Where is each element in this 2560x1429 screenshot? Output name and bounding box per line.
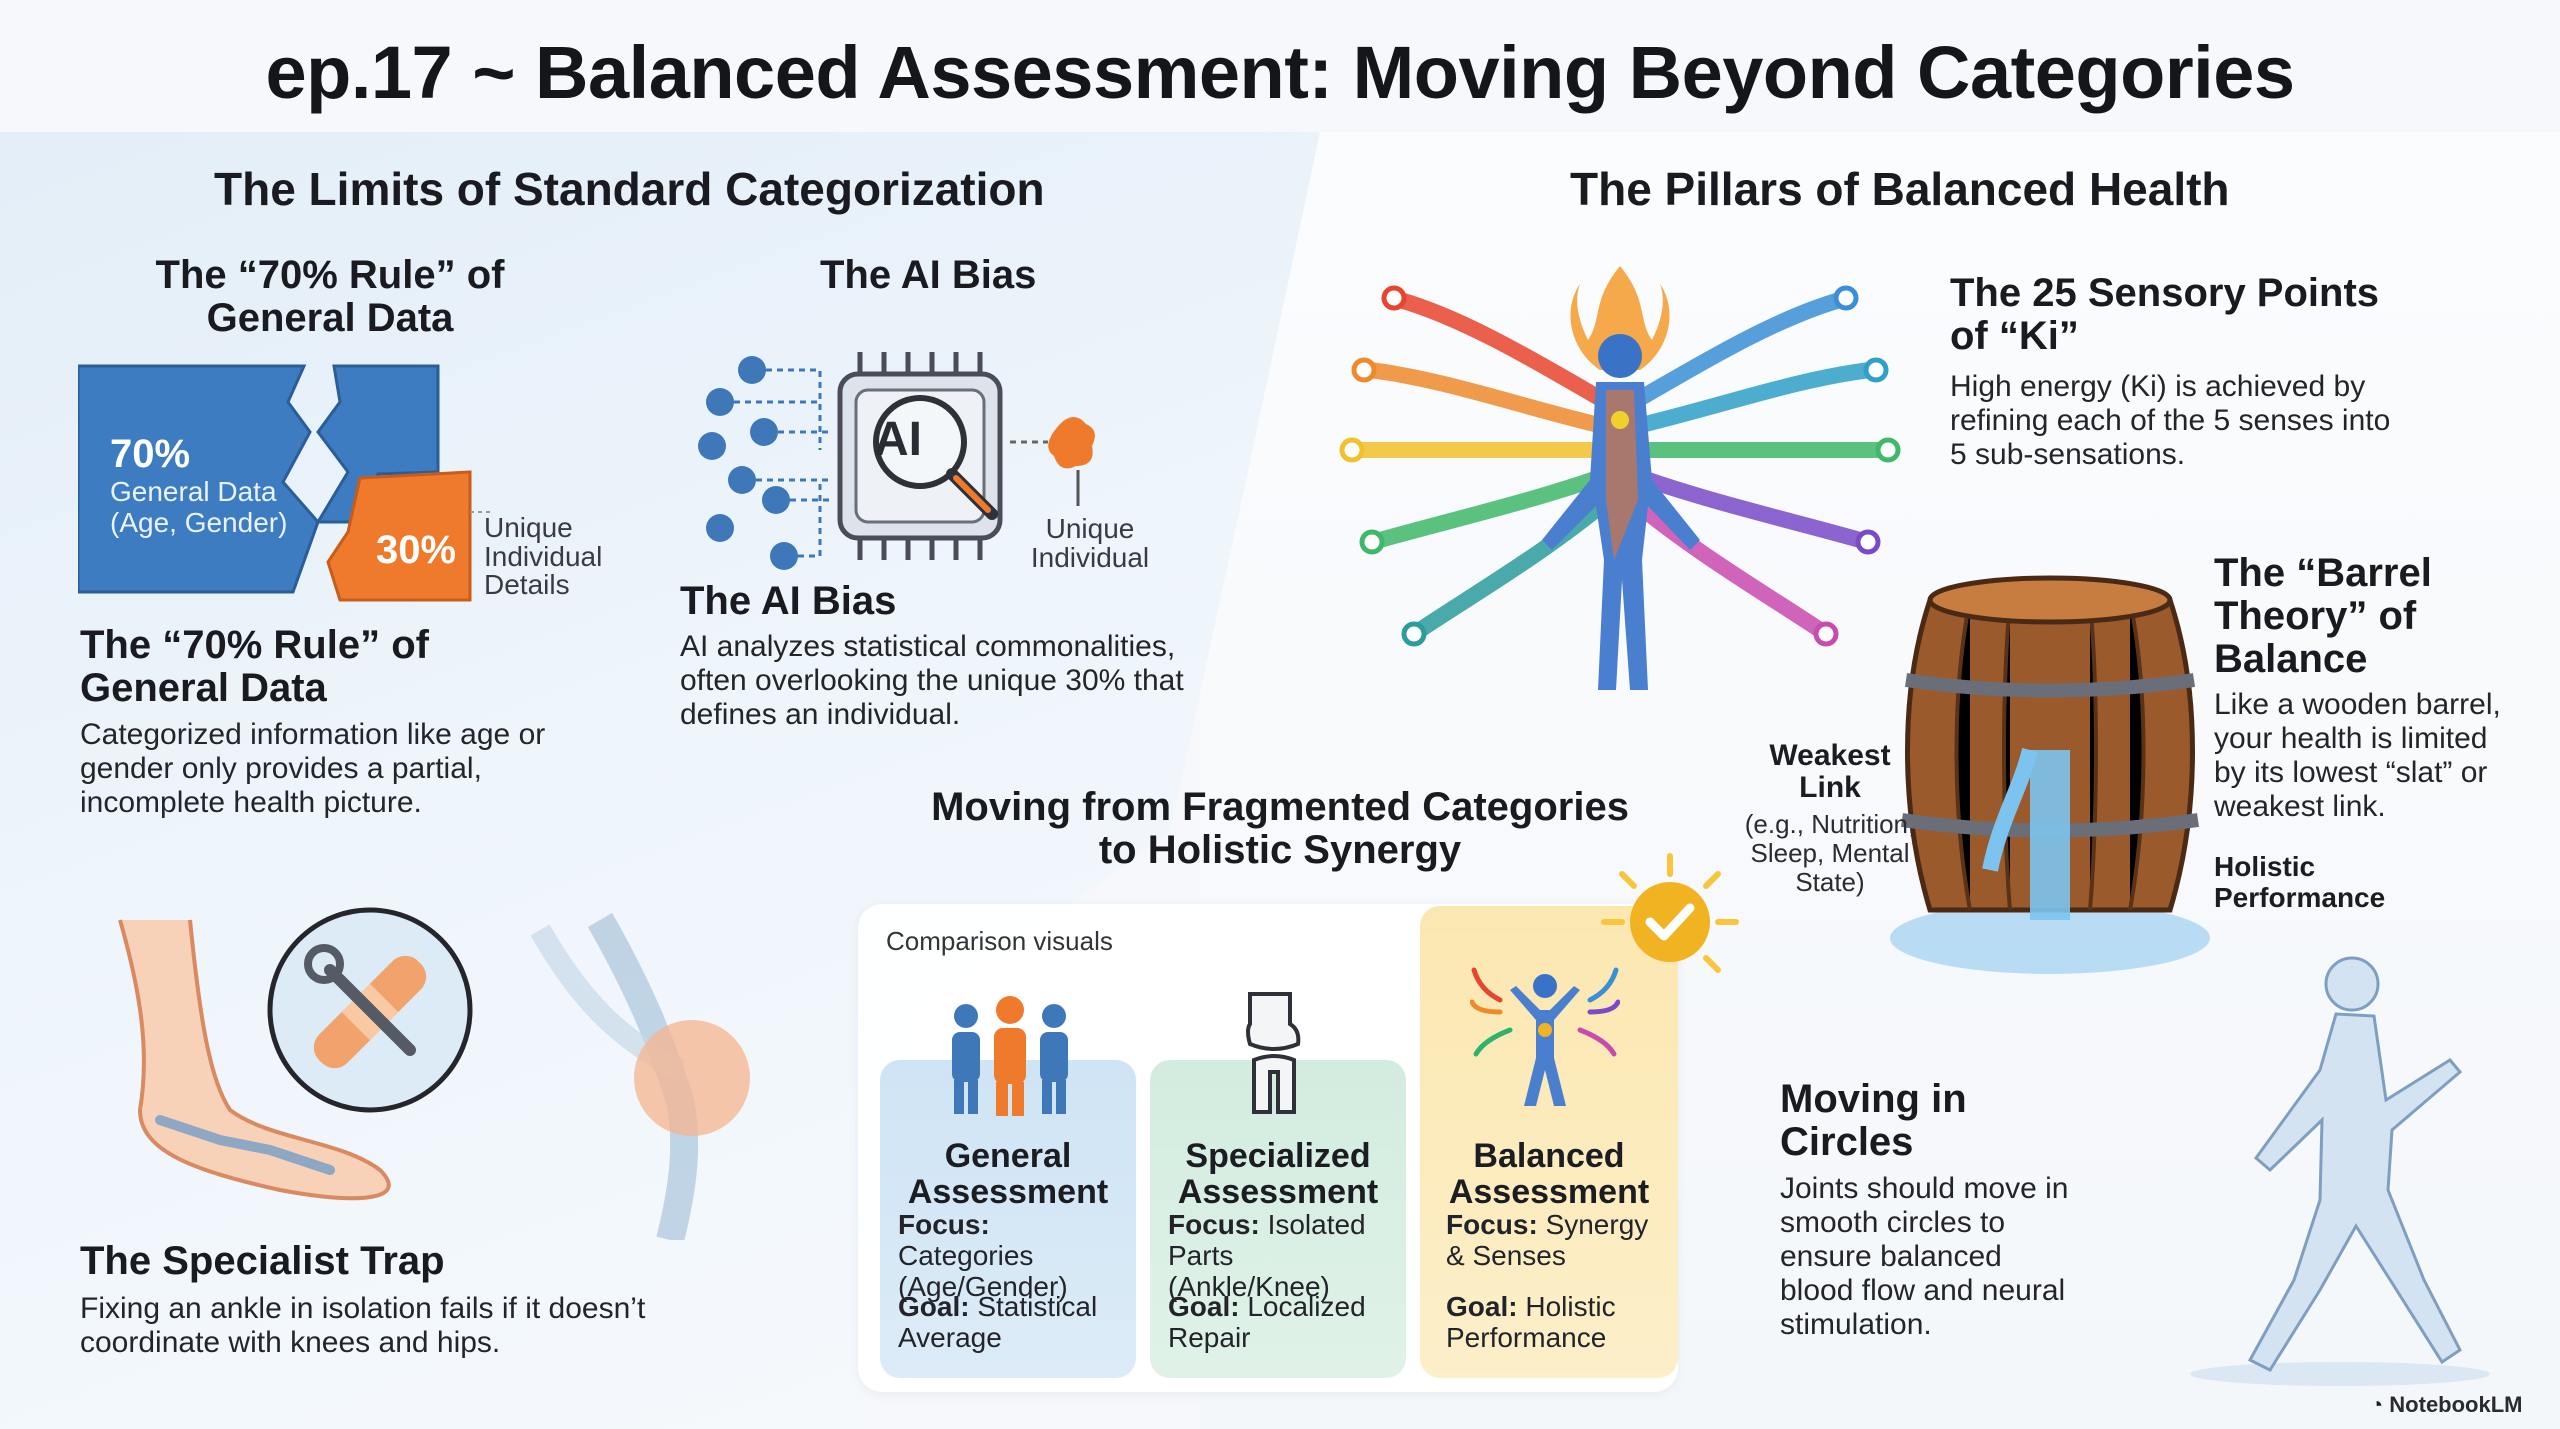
- walking-figure-illustration: [2160, 950, 2490, 1390]
- ai-bias-body: AI analyzes statistical commonalities, o…: [680, 630, 1184, 731]
- ai-unique-label: Unique Individual: [1030, 513, 1150, 574]
- rule70-block-percent: 70%: [110, 432, 191, 476]
- barrel-extra: Holistic Performance: [2214, 851, 2386, 913]
- ai-bias-heading: The AI Bias: [680, 579, 897, 623]
- left-section-title: The Limits of Standard Categorization: [214, 163, 1045, 215]
- synergy-heading: Moving from Fragmented Categories to Hol…: [931, 785, 1629, 873]
- ki-energy-illustration: [1330, 260, 1910, 700]
- balanced-figure-icon: [1469, 960, 1621, 1110]
- weakest-link-title: Weakest Link: [1769, 739, 1891, 804]
- rule70-piece-label: Unique Individual Details: [484, 512, 603, 601]
- page-title: ep.17 ~ Balanced Assessment: Moving Beyo…: [265, 31, 2295, 114]
- ki-body: High energy (Ki) is achieved by refining…: [1950, 370, 2391, 471]
- ai-bias-top-heading: The AI Bias: [820, 253, 1037, 297]
- card-general-title: General Assessment: [907, 1137, 1109, 1212]
- rule70-block-label: General Data (Age, Gender): [110, 476, 288, 539]
- comparison-label: Comparison visuals: [886, 926, 1113, 956]
- circles-heading: Moving in Circles: [1780, 1077, 1967, 1165]
- card-general-goal: Goal: Statistical Average: [898, 1291, 1098, 1353]
- card-balanced-focus: Focus: Synergy & Senses: [1446, 1209, 1649, 1271]
- barrel-heading: The “Barrel Theory” of Balance: [2214, 551, 2432, 682]
- right-section-title: The Pillars of Balanced Health: [1570, 163, 2230, 215]
- brand-label: NotebookLM: [2389, 1392, 2523, 1417]
- card-balanced-title: Balanced Assessment: [1448, 1137, 1650, 1212]
- barrel-illustration: [1880, 570, 2220, 990]
- rule70-illustration: [76, 362, 598, 612]
- rule70-top-heading: The “70% Rule” of General Data: [155, 253, 505, 341]
- rule70-piece-percent: 30%: [376, 528, 457, 572]
- check-badge-icon: [1600, 852, 1740, 992]
- specialist-heading: The Specialist Trap: [80, 1239, 445, 1283]
- rule70-body: Categorized information like age or gend…: [80, 718, 546, 819]
- ai-chip-label: AI: [874, 413, 922, 466]
- barrel-body: Like a wooden barrel, your health is lim…: [2214, 688, 2501, 823]
- specialist-illustration: [80, 900, 780, 1244]
- rule70-heading: The “70% Rule” of General Data: [80, 623, 429, 711]
- knee-joint-icon: [1220, 990, 1330, 1116]
- notebooklm-logo-icon: ◔: [2370, 1392, 2384, 1417]
- specialist-body: Fixing an ankle in isolation fails if it…: [80, 1292, 646, 1359]
- card-general-focus: Focus: Categories (Age/Gender): [898, 1209, 1068, 1302]
- notebooklm-brand: ◔ NotebookLM: [2370, 1392, 2523, 1418]
- ai-chip-illustration: [680, 330, 1140, 590]
- card-specialized-title: Specialized Assessment: [1177, 1137, 1379, 1212]
- circles-body: Joints should move in smooth circles to …: [1780, 1172, 2069, 1341]
- card-balanced-goal: Goal: Holistic Performance: [1446, 1291, 1616, 1353]
- ki-heading: The 25 Sensory Points of “Ki”: [1950, 271, 2380, 359]
- weakest-link-examples: (e.g., Nutrition, Sleep, Mental State): [1744, 809, 1916, 898]
- card-specialized-focus: Focus: Isolated Parts (Ankle/Knee): [1168, 1209, 1366, 1302]
- people-group-icon: [940, 994, 1080, 1118]
- card-specialized-goal: Goal: Localized Repair: [1168, 1291, 1366, 1353]
